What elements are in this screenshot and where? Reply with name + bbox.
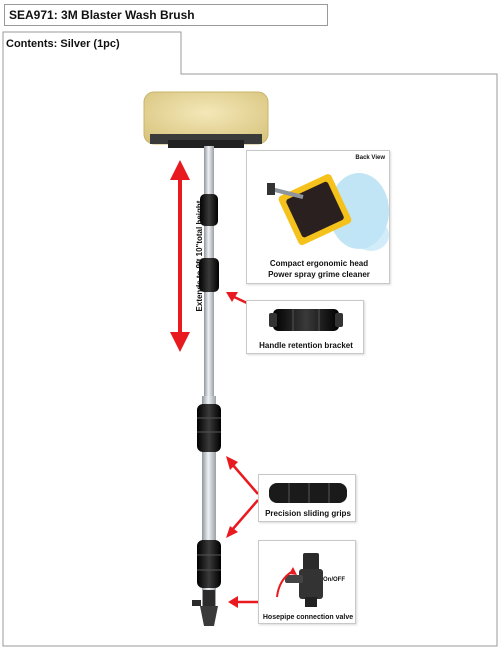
- collar-top: [200, 194, 218, 226]
- sliding-grip-lower: [197, 540, 221, 588]
- grip-arrow-up: [226, 456, 259, 495]
- brush-head-back-view: [267, 173, 389, 251]
- valve-caption: Hosepipe connection valve: [262, 614, 354, 621]
- collar-mid: [199, 258, 219, 292]
- inset-head: Back View Compact ergonomic head Power s…: [246, 150, 390, 284]
- height-arrow: [170, 160, 190, 352]
- head-caption-line1: Compact ergonomic head: [269, 259, 369, 268]
- head-caption-line2: Power spray grime cleaner: [268, 270, 370, 279]
- inset-grips: Precision sliding grips: [258, 474, 356, 522]
- inset-bracket: Handle retention bracket: [246, 300, 364, 354]
- hose-valve: [192, 590, 218, 626]
- sliding-grip-upper: [197, 404, 221, 452]
- switch-label: On/OFF: [323, 577, 345, 583]
- valve-image: [276, 553, 323, 607]
- grips-caption: Precision sliding grips: [265, 509, 351, 518]
- bracket-image: [269, 309, 343, 331]
- height-note: Extends to 9ft 10"total height: [195, 200, 204, 312]
- grip-arrow-down: [226, 499, 259, 538]
- bracket-caption: Handle retention bracket: [259, 341, 353, 350]
- inset-valve: On/OFF Hosepipe connection valve: [258, 540, 356, 624]
- product-title: SEA971: 3M Blaster Wash Brush: [4, 4, 328, 26]
- brush-head: [143, 91, 269, 148]
- contents-label: Contents: Silver (1pc): [6, 38, 120, 50]
- grips-image: [269, 483, 347, 503]
- back-view-label: Back View: [355, 155, 385, 161]
